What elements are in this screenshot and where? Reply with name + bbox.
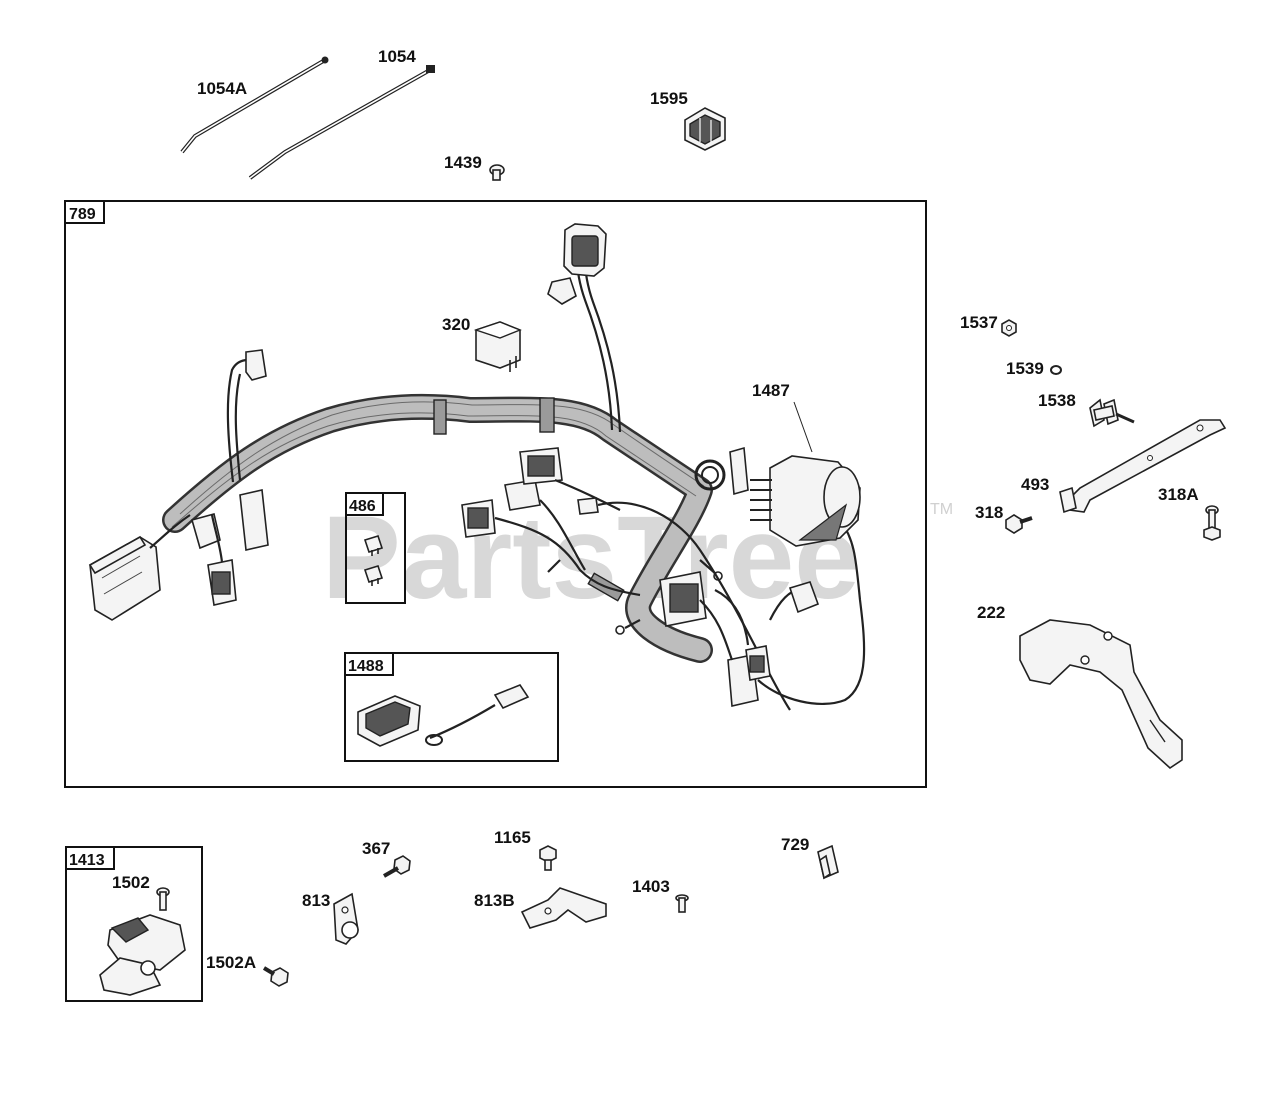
callout-1502: 1502 [112, 873, 150, 892]
cable-tie-1054A[interactable] [180, 56, 329, 154]
callout-813B: 813B [474, 891, 515, 910]
box-label-789: 789 [69, 206, 96, 223]
fuse-486-b[interactable] [363, 565, 384, 586]
callout-1054: 1054 [378, 47, 416, 66]
callout-1539: 1539 [1006, 359, 1044, 378]
box-tag-789 [64, 200, 105, 224]
callout-318: 318 [975, 503, 1003, 522]
clip-729[interactable] [817, 844, 839, 880]
box-label-1488: 1488 [348, 658, 384, 675]
bolt-318[interactable] [1005, 514, 1033, 534]
clamp-813B[interactable] [520, 887, 607, 929]
nut-1537[interactable] [1001, 319, 1017, 337]
wiring-harness[interactable] [88, 223, 866, 711]
callout-320: 320 [442, 315, 470, 334]
box-label-486: 486 [349, 498, 376, 515]
cable-tie-1054[interactable] [248, 65, 435, 180]
screw-1502A[interactable] [262, 966, 289, 987]
clamp-813[interactable] [333, 892, 359, 945]
bolt-318A[interactable] [1203, 505, 1221, 541]
callout-813: 813 [302, 891, 330, 910]
bracket-222[interactable] [1019, 619, 1183, 770]
pigtail-wire-1488[interactable] [425, 684, 530, 746]
callout-1595: 1595 [650, 89, 688, 108]
screw-1502[interactable] [156, 887, 170, 911]
box-tag-1413 [65, 846, 115, 870]
sensor-box-1413 [65, 846, 203, 1002]
screw-1403[interactable] [675, 894, 689, 913]
connector-1488[interactable] [357, 695, 421, 747]
box-tag-486 [345, 492, 384, 516]
callout-1165: 1165 [494, 828, 531, 847]
relay-320[interactable] [473, 321, 522, 372]
screw-1439[interactable] [489, 164, 505, 181]
sensor-1413[interactable] [99, 914, 186, 996]
callout-1403: 1403 [632, 877, 670, 896]
callout-729: 729 [781, 835, 809, 854]
callout-1502A: 1502A [206, 953, 256, 972]
callout-367: 367 [362, 839, 390, 858]
box-label-1413: 1413 [69, 852, 105, 869]
bolt-1165[interactable] [539, 845, 557, 871]
bolt-367[interactable] [383, 855, 411, 878]
leader-line-1487 [793, 401, 813, 453]
callout-1538: 1538 [1038, 391, 1076, 410]
callout-1054A: 1054A [197, 79, 247, 98]
callout-318A: 318A [1158, 485, 1199, 504]
connector-1595[interactable] [684, 107, 726, 151]
box-tag-1488 [344, 652, 394, 676]
fuse-486-a[interactable] [363, 535, 384, 556]
connector-kit-box-1488 [344, 652, 559, 762]
callout-493: 493 [1021, 475, 1049, 494]
callout-222: 222 [977, 603, 1005, 622]
grommet-1538[interactable] [1089, 398, 1135, 428]
bracket-493[interactable] [1059, 419, 1227, 514]
watermark-trademark: TM [930, 501, 953, 518]
washer-1539[interactable] [1050, 365, 1062, 375]
callout-1439: 1439 [444, 153, 482, 172]
callout-1537: 1537 [960, 313, 998, 332]
harness-frame-789 [64, 200, 927, 788]
callout-1487: 1487 [752, 381, 790, 400]
